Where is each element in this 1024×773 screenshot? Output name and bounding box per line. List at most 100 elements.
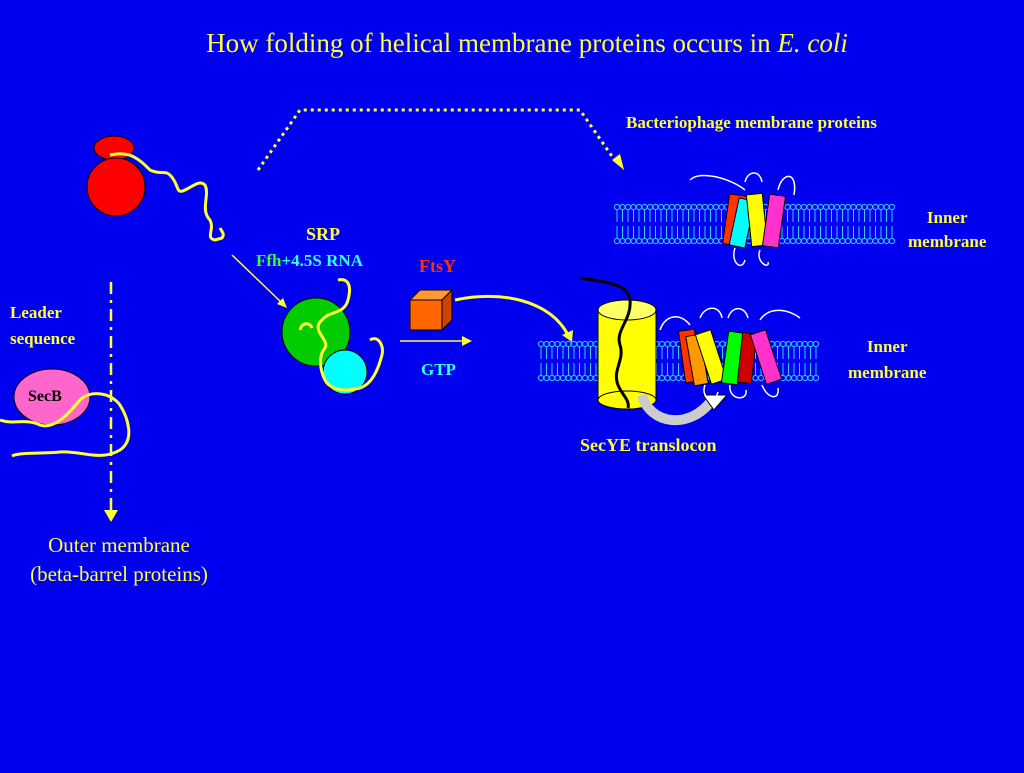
lipid-head: [696, 237, 703, 245]
lipid-head: [554, 340, 561, 348]
lipid-head: [811, 237, 819, 245]
lipid-head: [833, 237, 841, 245]
lipid-head: [663, 203, 670, 211]
lipid-head: [811, 203, 819, 211]
lipid-head: [833, 203, 841, 211]
secb-complex: [0, 368, 131, 458]
lipid-head: [690, 237, 698, 245]
lipid-head: [866, 203, 874, 211]
lipid-head: [707, 203, 714, 211]
lipid-head: [696, 203, 703, 211]
leader-line2: sequence: [10, 329, 76, 348]
label-leader-sequence: Leader sequence: [10, 300, 75, 352]
lipid-head: [652, 237, 659, 245]
dotted-path-arrow: [256, 108, 624, 171]
lipid-head: [576, 374, 583, 382]
arrow-to-translocon: [454, 294, 573, 342]
lipid-head: [828, 237, 835, 245]
dashed-down-arrow: [104, 282, 118, 522]
inner-membrane-mid-line2: membrane: [848, 363, 927, 382]
lipid-head: [652, 203, 659, 211]
lipid-head: [800, 237, 808, 245]
lipid-head: [679, 203, 687, 211]
lipid-head: [669, 340, 677, 348]
label-gtp: GTP: [421, 360, 456, 379]
helix-darkred: [736, 331, 758, 385]
lipid-head: [537, 374, 545, 382]
page-title: How folding of helical membrane proteins…: [0, 28, 1024, 59]
lipid-head: [844, 237, 852, 245]
lipid-head: [624, 237, 632, 245]
inner-membrane-top-line1: Inner: [926, 208, 968, 227]
helix-pink: [749, 329, 783, 385]
label-rna: +4.5S RNA: [281, 251, 363, 270]
leader-line1: Leader: [10, 303, 62, 322]
label-secb: SecB: [28, 388, 62, 405]
lipid-head: [790, 374, 798, 382]
lipid-head: [872, 203, 879, 211]
lipid-head: [796, 340, 803, 348]
helix-pink: [761, 193, 787, 249]
ribosome: [86, 135, 146, 217]
lipid-head: [587, 340, 594, 348]
label-srp: SRP: [306, 224, 341, 244]
lipid-head: [543, 340, 550, 348]
lipid-head: [663, 237, 670, 245]
title-species: E. coli: [777, 28, 848, 58]
lipid-head: [839, 237, 846, 245]
helix-yellow: [745, 192, 769, 248]
lipid-head: [850, 203, 857, 211]
label-inner-membrane-top: Inner membrane: [908, 206, 986, 254]
lipid-head: [641, 203, 648, 211]
lipid-head: [795, 237, 802, 245]
lipid-head: [806, 203, 813, 211]
arrow-to-srp: [231, 254, 287, 308]
lipid-head: [630, 203, 637, 211]
lipid-head: [701, 203, 709, 211]
lipid-head: [757, 374, 765, 382]
lipid-head: [576, 340, 583, 348]
lipid-head: [839, 203, 846, 211]
lipid-head: [807, 340, 814, 348]
lipid-head: [796, 374, 803, 382]
lipid-head: [674, 203, 681, 211]
lipid-head: [565, 340, 572, 348]
lipid-head: [861, 203, 868, 211]
lipid-head: [587, 374, 594, 382]
lipid-head: [812, 340, 820, 348]
lipid-head: [619, 203, 626, 211]
lipid-head: [855, 203, 863, 211]
lipid-head: [646, 237, 654, 245]
bacteriophage-helices: [689, 172, 796, 266]
lipid-head: [877, 203, 885, 211]
lipid-head: [789, 237, 797, 245]
inner-membrane-mid-line1: Inner: [866, 337, 908, 356]
lipid-head: [559, 340, 567, 348]
lipid-head: [543, 374, 550, 382]
helix-yellow: [694, 329, 728, 385]
lipid-head: [658, 374, 666, 382]
lipid-head: [646, 203, 654, 211]
lipid-head: [570, 340, 578, 348]
lipid-head: [719, 340, 726, 348]
ftsy-cube: [408, 288, 454, 332]
gtp-arrow: [400, 336, 472, 346]
lipid-head: [581, 374, 589, 382]
lipid-head: [669, 374, 677, 382]
lipid-head: [613, 237, 621, 245]
lipid-head: [785, 374, 792, 382]
lipid-head: [784, 203, 791, 211]
lipid-head: [807, 374, 814, 382]
lipid-head: [635, 237, 643, 245]
secye-translocon: [579, 276, 729, 426]
lipid-head: [548, 374, 556, 382]
lipid-head: [548, 340, 556, 348]
lipid-head: [785, 340, 792, 348]
label-bacteriophage: Bacteriophage membrane proteins: [626, 113, 877, 132]
lipid-head: [779, 340, 787, 348]
lipid-head: [800, 203, 808, 211]
lipid-head: [675, 374, 682, 382]
lipid-head: [778, 237, 786, 245]
lipid-head: [774, 340, 781, 348]
